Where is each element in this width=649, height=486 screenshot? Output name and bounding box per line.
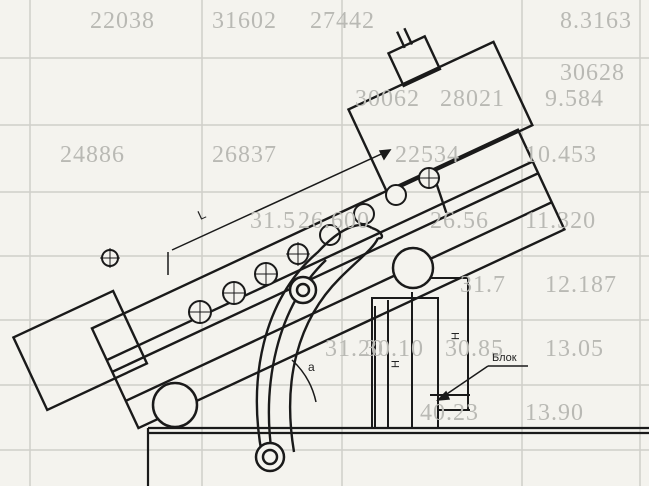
bg-cell: 26.56 [430,208,489,234]
height-label-right: H [449,332,462,340]
hole-crosshairs [100,167,440,324]
bg-cell: 30.10 [365,336,424,362]
bg-cell: 31602 [212,8,277,34]
bg-cell: 31.5 [250,208,296,234]
block-label: Блок [492,352,517,364]
base-plate [146,426,649,486]
bg-cell: 31.7 [460,272,506,298]
bg-cell: 22038 [90,8,155,34]
pivot-bolts [254,275,318,473]
angle-label: a [308,360,315,374]
angle-arc [291,359,317,403]
bg-cell: 27442 [310,8,375,34]
bg-cell: 13.90 [525,400,584,426]
bg-cell: 28021 [440,86,505,112]
bg-cell: 26837 [212,142,277,168]
length-dimension [167,149,392,275]
inclined-beam [11,27,567,430]
bg-cell: 12.187 [545,272,617,298]
support-rollers [151,246,435,429]
bg-cell: 9.584 [545,86,604,112]
bg-cell: 10.453 [525,142,597,168]
block-leader-line [436,365,528,401]
bg-cell: 30628 [560,60,625,86]
bg-cell: 26.600 [298,208,370,234]
bg-cell: 13.05 [545,336,604,362]
bg-cell: 11.320 [525,208,597,234]
block-stand [371,277,470,429]
bg-cell: 40.23 [420,400,479,426]
height-label-left: H [389,360,402,368]
bg-cell: 24886 [60,142,125,168]
bg-cell: 30.85 [445,336,504,362]
bg-cell: 22534 [395,142,460,168]
bg-cell: 31.20 [325,336,384,362]
bg-cell: 30062 [355,86,420,112]
bg-cell: 8.3163 [560,8,632,34]
